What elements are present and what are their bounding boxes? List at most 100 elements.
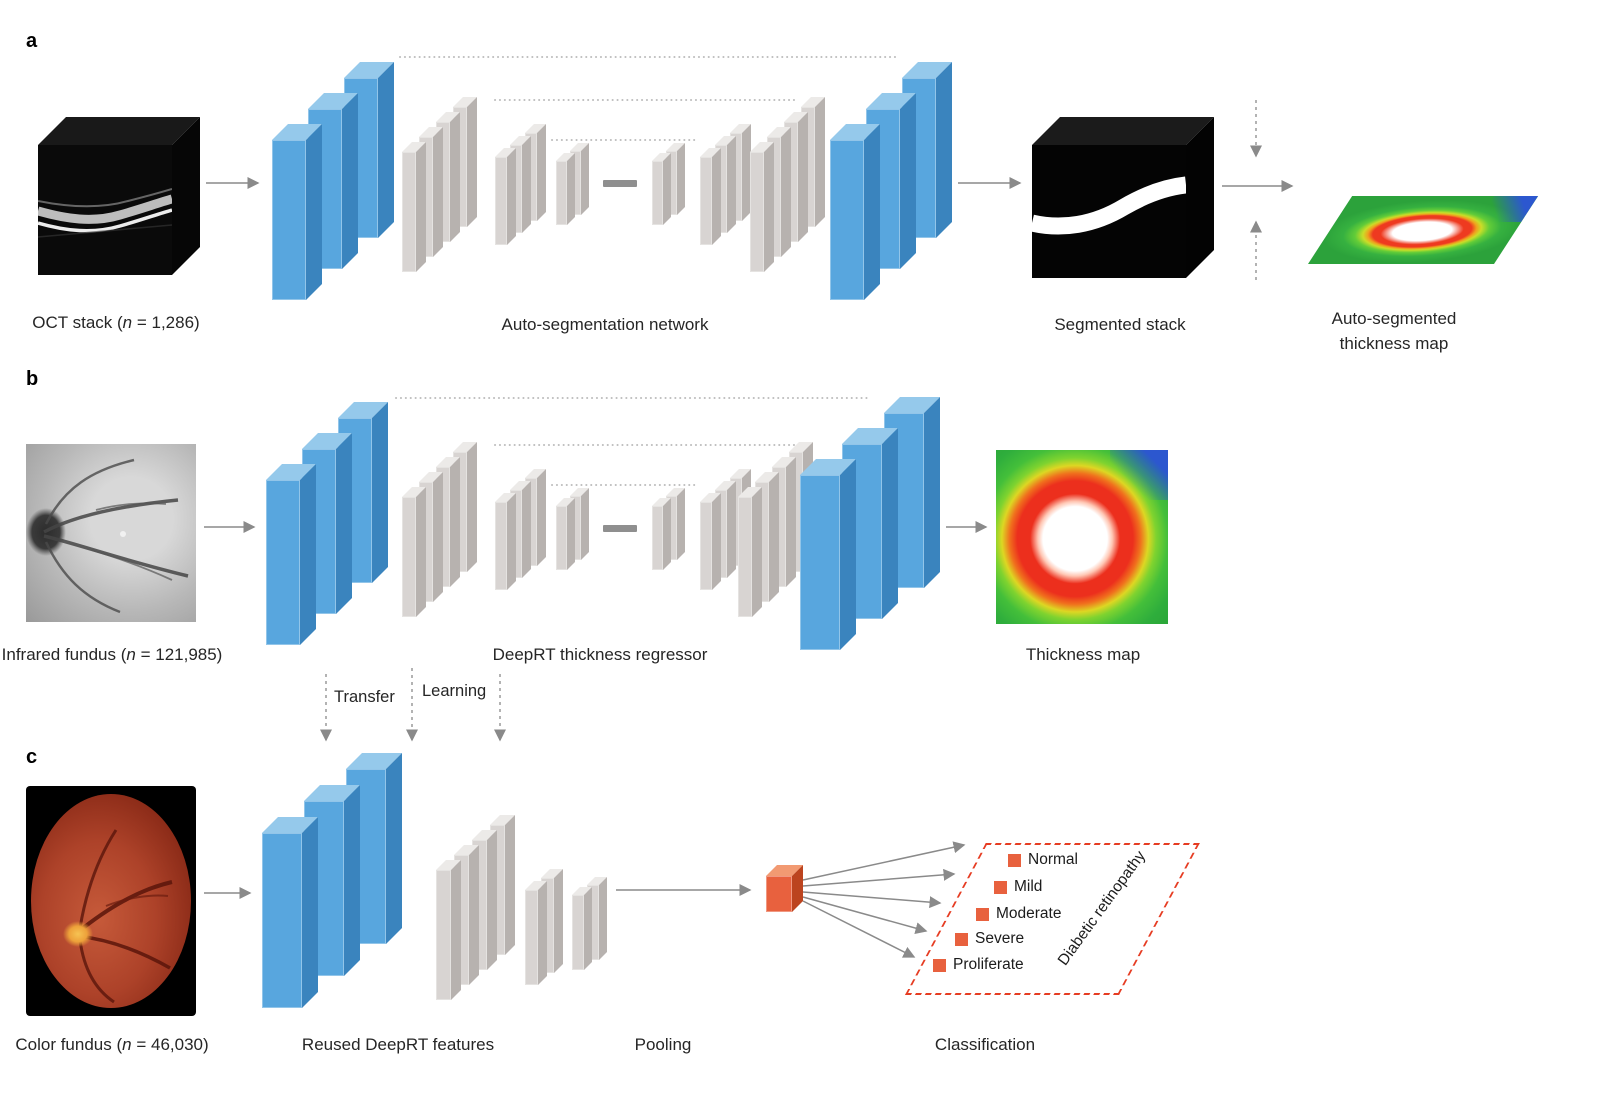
layer-side-face: [677, 143, 685, 215]
conv-layer-slab: [495, 493, 516, 590]
layer-side-face: [882, 428, 898, 619]
layer-side-face: [300, 464, 316, 645]
bottleneck-b: [603, 525, 637, 532]
caption-n: n: [126, 645, 136, 664]
layer-side-face: [522, 481, 531, 578]
class-label: Severe: [975, 930, 1025, 947]
layer-front-face: [272, 140, 306, 300]
color-fundus-graphic: [31, 794, 191, 1008]
oct-stack-image: [38, 117, 200, 275]
layer-side-face: [840, 459, 856, 650]
conv-layer-slab: [572, 887, 592, 970]
conv-layer-slab: [525, 881, 547, 985]
segstack-side-face: [1186, 117, 1214, 278]
layer-front-face: [495, 157, 507, 245]
layer-side-face: [372, 402, 388, 583]
retinal-vessels: [43, 458, 189, 614]
class-row-normal: Normal: [1008, 851, 1078, 869]
segstack-top-face: [1032, 117, 1214, 145]
layer-side-face: [712, 148, 721, 245]
oct-cube-side-face: [172, 117, 200, 275]
layer-front-face: [766, 876, 792, 912]
layer-side-face: [764, 142, 774, 272]
fundus-globe: [31, 794, 191, 1008]
caption-oct-stack: OCT stack (n = 1,286): [32, 310, 199, 335]
class-row-mild: Mild: [994, 878, 1042, 896]
layer-front-face: [700, 502, 712, 590]
conv-layer-slab: [272, 124, 322, 300]
caption-line: thickness map: [1339, 334, 1449, 353]
conv-layer-slab: [402, 142, 426, 272]
layer-side-face: [798, 112, 808, 242]
class-label: Proliferate: [953, 956, 1024, 973]
layer-side-face: [781, 127, 791, 257]
layer-side-face: [663, 498, 671, 570]
conv-layer-slab: [666, 488, 685, 560]
caption-text: = 1,286): [132, 313, 200, 332]
layer-side-face: [505, 815, 515, 955]
layer-side-face: [900, 93, 916, 269]
caption-text: Infrared fundus (: [1, 645, 127, 664]
layer-front-face: [700, 157, 712, 245]
layer-side-face: [344, 785, 360, 976]
caption-thickness-map: Thickness map: [1025, 645, 1141, 664]
layer-side-face: [507, 148, 516, 245]
layer-side-face: [554, 869, 563, 973]
layer-side-face: [302, 817, 318, 1008]
class-square-icon: [933, 958, 946, 972]
conv-layer-slab: [556, 498, 575, 570]
layer-front-face: [738, 497, 752, 617]
layer-front-face: [666, 496, 677, 560]
class-row-moderate: Moderate: [976, 905, 1061, 923]
transfer-label: Transfer: [334, 688, 395, 706]
optic-disc-bright: [63, 921, 93, 947]
conv-layer-slab: [766, 865, 803, 912]
thickness-map-image: [996, 450, 1168, 624]
fovea-reflex-dot: [120, 531, 126, 537]
caption-text: Color fundus (: [15, 1035, 123, 1054]
class-row-severe: Severe: [955, 930, 1024, 948]
layer-side-face: [864, 124, 880, 300]
layer-side-face: [599, 877, 607, 960]
class-square-icon: [1008, 853, 1021, 867]
layer-side-face: [342, 93, 358, 269]
arrow-pooling-to-severe: [802, 896, 928, 934]
layer-side-face: [752, 487, 762, 617]
conv-layer-slab: [402, 487, 426, 617]
layer-front-face: [402, 497, 416, 617]
arrow-pooling-to-moderate: [802, 891, 942, 909]
layer-front-face: [800, 475, 840, 650]
caption-autoseg-network: Auto-segmentation network: [501, 315, 709, 334]
caption-reused-features: Reused DeepRT features: [301, 1035, 495, 1054]
panel-b-letter: b: [26, 368, 39, 390]
caption-n: n: [122, 1035, 132, 1054]
layer-front-face: [525, 890, 538, 985]
auto-segmented-thickness-map: [1308, 196, 1539, 264]
conv-layer-slab: [262, 817, 318, 1008]
layer-front-face: [666, 151, 677, 215]
layer-side-face: [786, 457, 796, 587]
caption-color-fundus: Color fundus (n = 46,030): [15, 1032, 208, 1057]
conv-layer-slab: [738, 487, 762, 617]
segmentation-band-graphic: [1032, 145, 1186, 278]
layer-front-face: [436, 870, 451, 1000]
color-fundus-image: [26, 786, 196, 1016]
arrow-pooling-to-proliferate: [802, 900, 916, 958]
conv-layer-slab: [436, 860, 461, 1000]
layer-side-face: [727, 481, 736, 578]
layer-front-face: [266, 480, 300, 645]
conv-layer-slab: [750, 142, 774, 272]
conv-layer-slab: [570, 143, 589, 215]
layer-front-face: [556, 161, 567, 225]
layer-side-face: [924, 397, 940, 588]
layer-side-face: [712, 493, 721, 590]
layer-side-face: [581, 488, 589, 560]
layer-side-face: [416, 142, 426, 272]
layer-side-face: [581, 143, 589, 215]
layer-side-face: [451, 860, 461, 1000]
layer-side-face: [433, 472, 443, 602]
conv-layer-slab: [800, 459, 856, 650]
layer-side-face: [336, 433, 352, 614]
layer-side-face: [507, 493, 516, 590]
